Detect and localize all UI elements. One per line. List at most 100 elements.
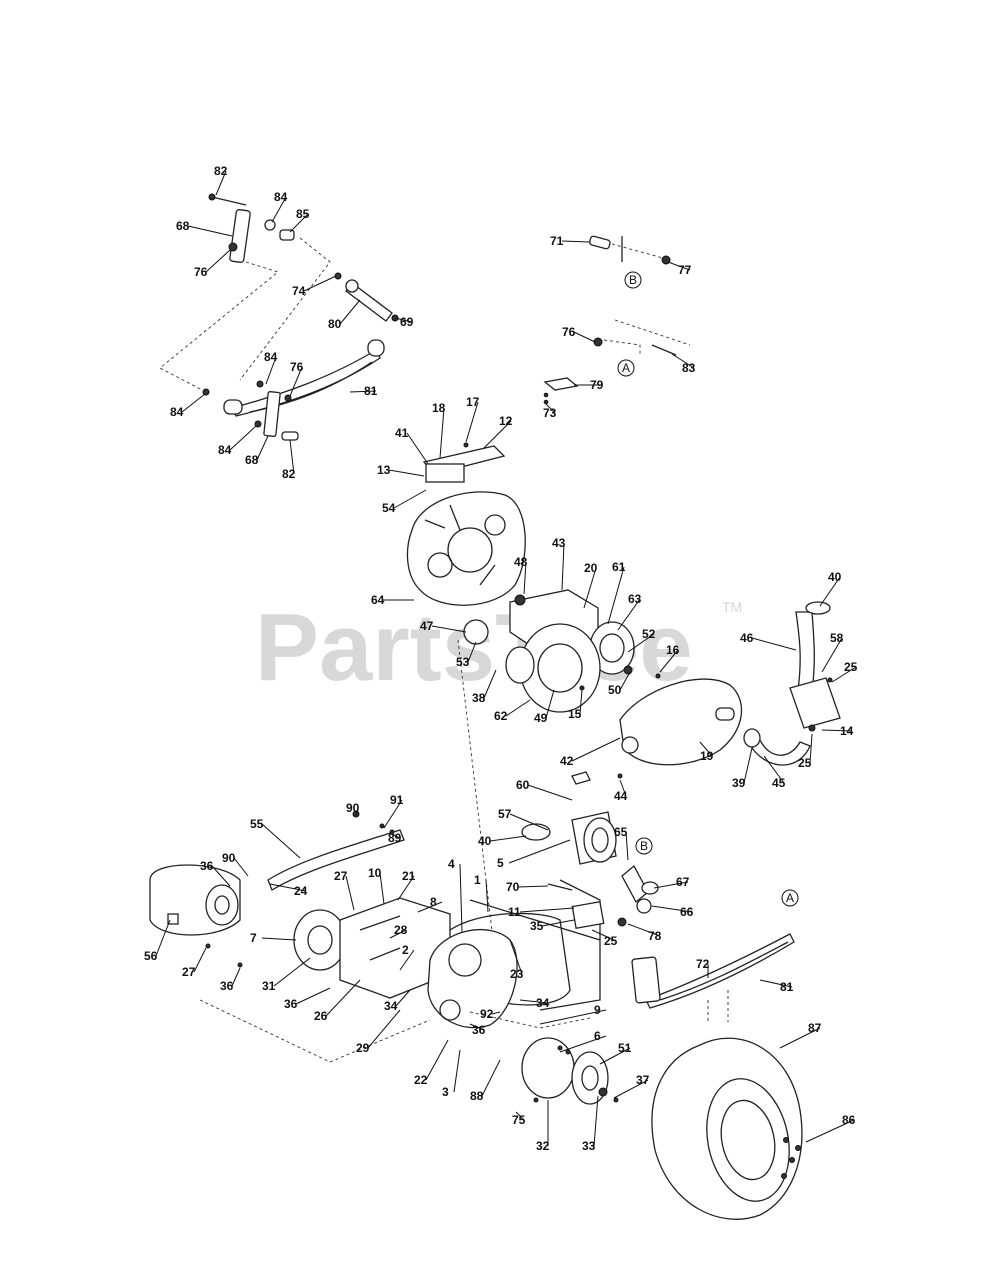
callout-16: 16 — [666, 643, 680, 657]
callout-leader — [406, 432, 429, 465]
callout-72: 72 — [696, 957, 710, 971]
callout-leader — [483, 420, 512, 449]
callout-23: 23 — [510, 967, 524, 981]
callout-25: 25 — [844, 660, 858, 674]
callout-leader — [389, 929, 407, 939]
callout-26: 26 — [314, 1009, 328, 1023]
callout-leader — [759, 979, 793, 988]
callout-leader — [699, 741, 713, 757]
ref-label-a-top: A — [622, 361, 630, 375]
callout-leader — [193, 947, 207, 973]
callout-leader — [671, 353, 695, 369]
reference-b-parts: B — [589, 235, 671, 289]
callout-leader — [545, 403, 556, 414]
callout-leader — [527, 784, 573, 801]
callout-73: 73 — [543, 406, 557, 420]
callout-leader — [431, 625, 467, 633]
callout-54: 54 — [382, 501, 396, 515]
callout-leader — [743, 747, 753, 784]
callout-75: 75 — [512, 1113, 526, 1127]
callout-leader — [489, 835, 527, 842]
ref-marker-b-bottom — [635, 837, 653, 855]
callout-77: 77 — [678, 263, 692, 277]
callout-25: 25 — [798, 756, 812, 770]
callout-66: 66 — [680, 905, 694, 919]
callout-leader — [819, 576, 841, 607]
callout-leader — [539, 1009, 607, 1025]
callout-leader — [383, 799, 403, 829]
callout-13: 13 — [377, 463, 391, 477]
callout-19: 19 — [700, 749, 714, 763]
callout-4: 4 — [448, 857, 455, 871]
callout-leader — [439, 407, 445, 459]
callout-47: 47 — [420, 619, 434, 633]
callout-leader — [821, 637, 843, 673]
callout-76: 76 — [290, 360, 304, 374]
callout-leader — [233, 857, 249, 877]
callout-leader — [619, 671, 631, 691]
callout-leader — [821, 729, 853, 732]
callout-9: 9 — [594, 1003, 601, 1017]
callout-leader — [181, 393, 206, 413]
callout-leader — [509, 813, 549, 831]
callout-leader — [289, 439, 295, 475]
callout-leader — [271, 196, 287, 223]
callout-leader — [483, 669, 497, 699]
callout-leader — [205, 249, 231, 273]
reference-a-parts: A — [543, 319, 691, 405]
lower-spring-assembly: B A — [521, 811, 799, 1022]
callout-leader — [625, 831, 629, 861]
callout-leader — [607, 566, 625, 625]
callout-90: 90 — [222, 851, 236, 865]
callout-42: 42 — [560, 754, 574, 768]
callout-leader — [593, 1095, 599, 1147]
callout-89: 89 — [388, 831, 402, 845]
callout-8: 8 — [430, 895, 437, 909]
ref-marker-b-top — [624, 271, 642, 289]
callout-leader — [579, 689, 583, 715]
callout-82: 82 — [282, 467, 296, 481]
callout-leader — [519, 999, 549, 1004]
callout-leader — [467, 641, 477, 663]
callout-34: 34 — [536, 996, 550, 1010]
callout-57: 57 — [498, 807, 512, 821]
callout-69: 69 — [400, 315, 414, 329]
callout-leader — [779, 1027, 821, 1049]
callout-leader — [491, 1011, 501, 1015]
callout-6: 6 — [594, 1029, 601, 1043]
callout-leader — [399, 949, 415, 971]
callout-31: 31 — [262, 979, 276, 993]
callout-leader — [261, 823, 301, 859]
callout-91: 91 — [390, 793, 404, 807]
callout-leader — [211, 865, 231, 887]
callout-82: 82 — [214, 164, 228, 178]
callout-leader — [613, 1079, 649, 1099]
callout-leader — [231, 967, 241, 987]
callout-40: 40 — [828, 570, 842, 584]
callout-32: 32 — [536, 1139, 550, 1153]
callout-65: 65 — [614, 825, 628, 839]
callout-leader — [273, 957, 311, 987]
callout-46: 46 — [740, 631, 754, 645]
callout-leader — [481, 1059, 501, 1097]
callout-3: 3 — [442, 1085, 449, 1099]
callout-leader — [391, 833, 401, 839]
ref-marker-a-bottom — [781, 889, 799, 907]
callout-50: 50 — [608, 683, 622, 697]
callout-leader — [627, 923, 661, 937]
callout-63: 63 — [628, 592, 642, 606]
callout-49: 49 — [534, 711, 548, 725]
callout-leader — [289, 213, 309, 233]
callout-51: 51 — [618, 1041, 632, 1055]
callout-leader — [261, 937, 297, 941]
callout-21: 21 — [402, 869, 416, 883]
callout-10: 10 — [368, 866, 382, 880]
callout-leader — [809, 733, 813, 764]
callout-83: 83 — [682, 361, 696, 375]
callout-28: 28 — [394, 923, 408, 937]
callout-leader — [345, 875, 355, 911]
callout-33: 33 — [582, 1139, 596, 1153]
callout-92: 92 — [480, 1007, 494, 1021]
callout-leader — [187, 225, 233, 237]
